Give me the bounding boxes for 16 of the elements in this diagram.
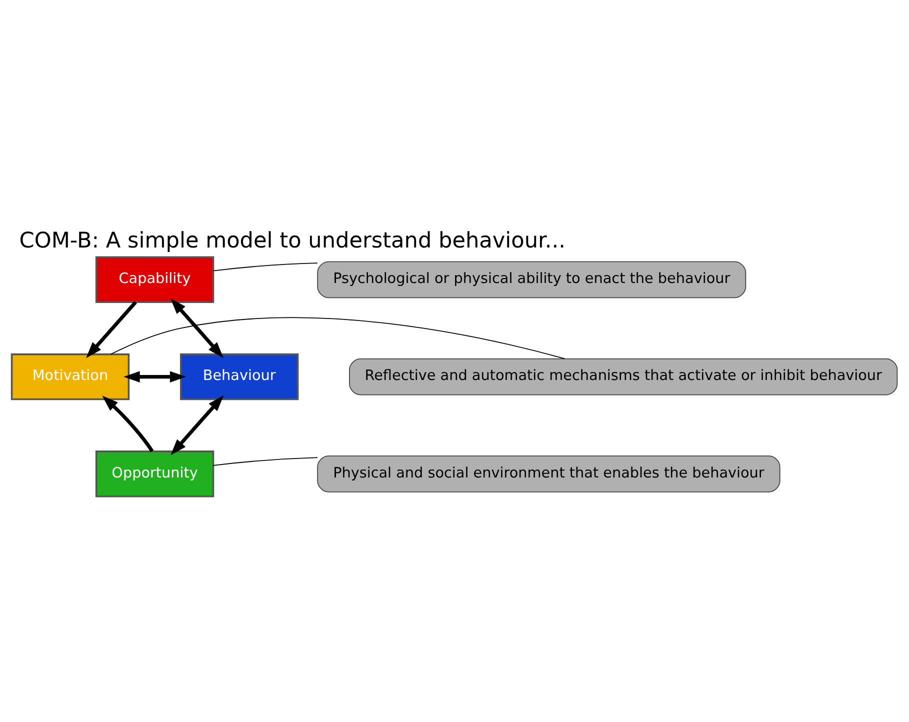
- connector: [212, 456, 318, 466]
- node-box: Reflective and automatic mechanisms that activate or inhibit behaviour: [349, 358, 898, 395]
- node-box: Behaviour: [180, 352, 299, 400]
- node-box: Motivation: [10, 352, 130, 400]
- node-box: Psychological or physical ability to enact the behaviour: [317, 260, 746, 298]
- arrow: [170, 298, 224, 358]
- diagram-title: COM-B: A simple model to understand behaviour...: [19, 228, 566, 253]
- arrow: [102, 395, 154, 452]
- arrow: [86, 300, 137, 358]
- arrow: [170, 394, 224, 455]
- connector: [110, 316, 566, 359]
- node-box: Capability: [95, 256, 214, 303]
- connector: [212, 262, 318, 271]
- node-box: Opportunity: [95, 450, 214, 497]
- arrow: [124, 370, 186, 382]
- node-box: Physical and social environment that enables the behaviour: [317, 454, 780, 492]
